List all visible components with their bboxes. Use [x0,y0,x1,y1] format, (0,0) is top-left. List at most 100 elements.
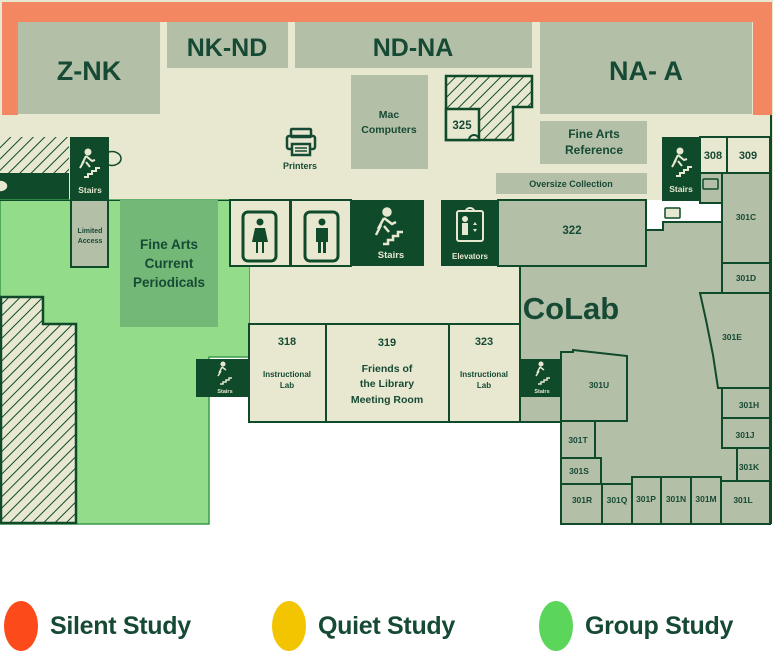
room-319-desc-1: Friends of [362,363,413,375]
mac-computers-area[interactable]: Mac Computers [351,75,428,169]
stairs-bottom-left[interactable]: Stairs [196,359,249,397]
restroom-men[interactable] [290,199,352,267]
limited-label-2: Access [78,238,103,245]
room-308-label: 308 [704,150,722,162]
fine-arts-reference[interactable]: Fine Arts Reference [540,121,647,164]
oversize-label: Oversize Collection [529,179,613,189]
mac-label-1: Mac [379,109,400,121]
stairs-label: Stairs [378,250,404,261]
fine-arts-current-periodicals[interactable]: Fine Arts Current Periodicals [120,200,218,327]
room-301e-label: 301E [722,332,742,342]
room-301q-label: 301Q [607,495,628,505]
limited-label-1: Limited [78,228,103,235]
room-323[interactable]: 323 Instructional Lab [448,323,521,423]
room-301q[interactable]: 301Q [601,483,633,525]
printer-icon [285,127,317,157]
printers-label: Printers [283,161,317,171]
room-301d[interactable]: 301D [721,262,771,294]
room-319-desc-2: the Library [360,378,414,390]
stairs-top-left[interactable]: Stairs [70,137,109,200]
stack-nk-nd[interactable]: NK-ND [167,22,288,68]
room-322[interactable]: 322 [497,199,647,267]
stack-label: NA- A [609,56,683,86]
oversize-collection[interactable]: Oversize Collection [496,173,647,194]
stack-na-a[interactable]: NA- A [540,22,752,114]
elevators[interactable]: Elevators [441,200,498,266]
stairs-right[interactable]: Stairs [662,137,700,201]
room-301h[interactable]: 301H [721,387,771,419]
printers[interactable]: Printers [283,127,317,171]
room-318-desc-1: Instructional [263,370,311,379]
room-301u[interactable]: 301U [560,348,628,422]
room-301l-label: 301L [733,495,752,505]
room-301c-label: 301C [736,212,756,222]
periodicals-label-1: Fine Arts [140,237,198,252]
stack-label: ND-NA [373,34,454,62]
legend-item-group: Group Study [539,600,733,652]
room-301n-label: 301N [666,494,686,504]
stack-label: Z-NK [57,56,122,86]
stairs-label: Stairs [217,389,232,395]
legend-item-silent: Silent Study [4,600,191,652]
room-309-label: 309 [739,150,757,162]
limited-access[interactable]: Limited Access [70,199,109,268]
mac-label-2: Computers [361,124,417,136]
room-325[interactable]: 325 [444,74,534,142]
floor-map: Z-NK NK-ND ND-NA NA- A Mac Computers Pri… [0,0,773,525]
room-309[interactable]: 309 [726,136,771,174]
colab-label: CoLab [523,291,619,326]
room-319-label: 319 [378,337,396,349]
room-325-label: 325 [452,120,472,132]
stack-nd-na[interactable]: ND-NA [295,22,532,68]
wall-block-left [0,173,69,200]
room-301k[interactable]: 301K [736,447,771,482]
room-301l[interactable]: 301L [720,480,771,525]
stairs-icon [217,361,232,385]
legend-label: Silent Study [50,611,191,640]
room-301k-label: 301K [739,462,760,472]
room-301t[interactable]: 301T [560,420,596,459]
hatched-area-bottom-left [0,295,78,525]
room-301r[interactable]: 301R [560,483,603,525]
stairs-bottom-right[interactable]: Stairs [521,359,562,397]
elevators-label: Elevators [452,252,489,261]
room-318-desc-2: Lab [280,381,294,390]
quiet-study-swatch [272,601,306,651]
room-323-label: 323 [475,336,493,348]
room-301p[interactable]: 301P [631,476,662,525]
restroom-women[interactable] [229,199,291,267]
stairs-label: Stairs [534,389,549,395]
room-301m-label: 301M [695,494,716,504]
room-323-desc-1: Instructional [460,370,508,379]
restroom-right[interactable] [699,172,723,204]
room-301h-label: 301H [739,400,759,410]
elevator-icon [456,207,484,242]
room-301p-label: 301P [636,494,656,504]
room-308[interactable]: 308 [699,136,728,174]
room-301m[interactable]: 301M [690,476,722,525]
legend-item-quiet: Quiet Study [272,600,455,652]
stairs-icon [374,207,403,246]
periodicals-label-3: Periodicals [133,275,205,290]
silent-study-zone [2,2,772,115]
restroom-icon [664,207,681,219]
room-301d-label: 301D [736,273,756,283]
stairs-center[interactable]: Stairs [351,200,424,266]
room-301s-label: 301S [569,466,589,476]
room-301s[interactable]: 301S [560,457,602,485]
door-left [0,179,9,193]
women-icon [241,210,278,263]
stairs-label: Stairs [78,185,102,195]
stairs-icon [79,148,100,178]
group-study-swatch [539,601,573,651]
room-301j[interactable]: 301J [721,417,771,449]
stack-z-nk[interactable]: Z-NK [18,22,160,114]
room-301r-label: 301R [572,495,592,505]
stack-label: NK-ND [187,34,268,62]
room-301c[interactable]: 301C [721,172,771,264]
reference-label-2: Reference [565,143,623,157]
room-301j-label: 301J [736,430,755,440]
room-319[interactable]: 319 Friends of the Library Meeting Room [325,323,450,423]
room-318[interactable]: 318 Instructional Lab [248,323,327,423]
room-301n[interactable]: 301N [660,476,692,525]
